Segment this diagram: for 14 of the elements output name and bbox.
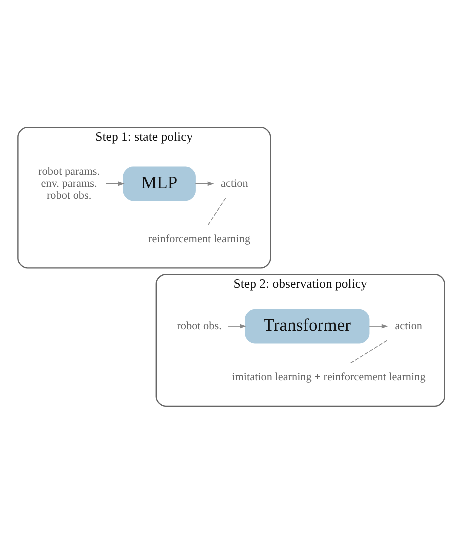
node-text: robot params. env. params. robot obs.: [38, 166, 100, 202]
node-text: action: [395, 320, 423, 332]
node-text: imitation learning + reinforcement learning: [232, 372, 426, 384]
arrow: [195, 182, 214, 186]
arrow: [106, 182, 125, 186]
node-box: Transformer: [245, 309, 370, 344]
connector: [208, 198, 226, 226]
node-text: reinforcement learning: [148, 233, 251, 246]
arrow: [228, 324, 247, 329]
node-box: MLP: [123, 166, 196, 202]
arrow: [369, 324, 388, 329]
node-text: robot obs.: [177, 320, 222, 332]
connector: [350, 340, 388, 364]
node-text: action: [221, 178, 248, 190]
